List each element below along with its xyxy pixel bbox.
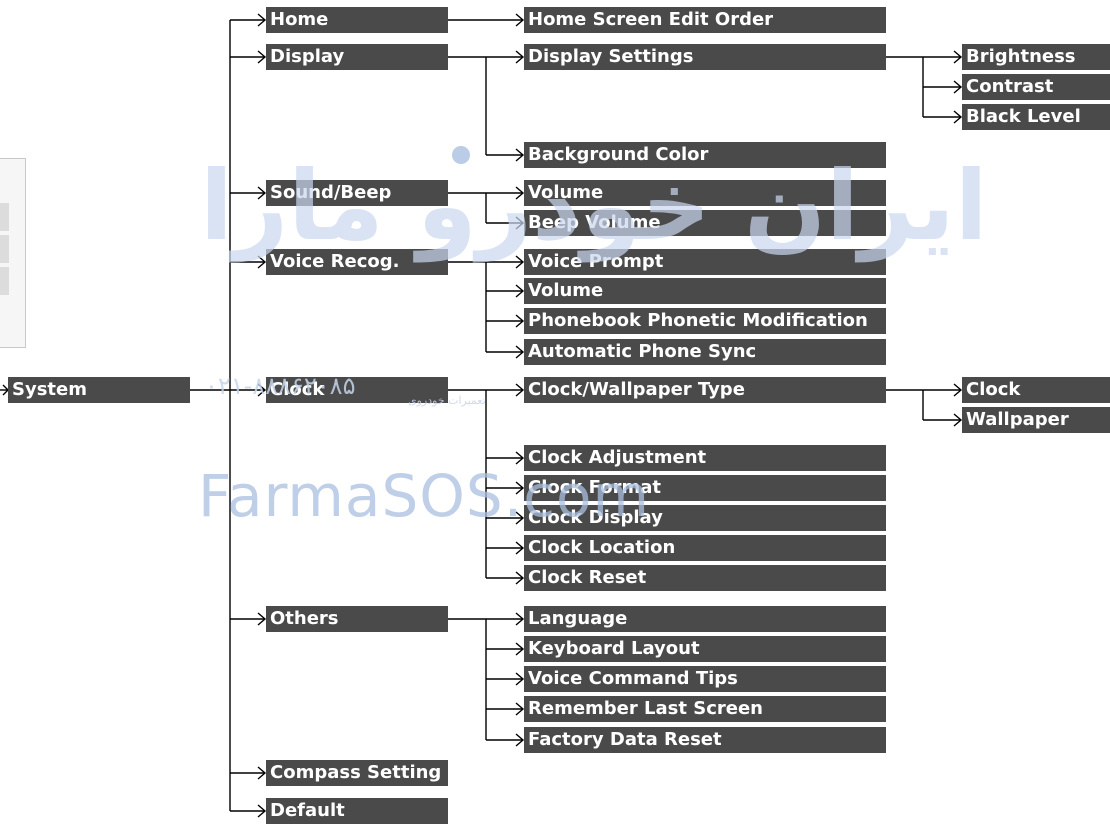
node-clock-adjustment: Clock Adjustment [524, 445, 886, 471]
node-home-screen-edit-order: Home Screen Edit Order [524, 7, 886, 33]
node-background-color: Background Color [524, 142, 886, 168]
node-volume: Volume [524, 180, 886, 206]
node-home: Home [266, 7, 448, 33]
node-clock-display: Clock Display [524, 505, 886, 531]
node-clock-reset: Clock Reset [524, 565, 886, 591]
node-beep-volume: Beep Volume [524, 210, 886, 236]
node-brightness: Brightness [962, 44, 1110, 70]
node-language: Language [524, 606, 886, 632]
node-voice-command-tips: Voice Command Tips [524, 666, 886, 692]
node-system: System [8, 377, 190, 403]
node-clock-format: Clock Format [524, 475, 886, 501]
node-clock-type: Clock [962, 377, 1110, 403]
node-others: Others [266, 606, 448, 632]
node-voice-volume: Volume [524, 278, 886, 304]
screen-row [0, 235, 9, 263]
node-phonebook-phonetic-modification: Phonebook Phonetic Modification [524, 308, 886, 334]
node-wallpaper: Wallpaper [962, 407, 1110, 433]
node-factory-data-reset: Factory Data Reset [524, 727, 886, 753]
node-clock-wallpaper-type: Clock/Wallpaper Type [524, 377, 886, 403]
node-black-level: Black Level [962, 104, 1110, 130]
node-contrast: Contrast [962, 74, 1110, 100]
node-automatic-phone-sync: Automatic Phone Sync [524, 339, 886, 365]
node-clock-location: Clock Location [524, 535, 886, 561]
node-remember-last-screen: Remember Last Screen [524, 696, 886, 722]
screen-row [0, 267, 9, 295]
node-voice-prompt: Voice Prompt [524, 249, 886, 275]
node-keyboard-layout: Keyboard Layout [524, 636, 886, 662]
node-sound-beep: Sound/Beep [266, 180, 448, 206]
l1-arrows [230, 13, 267, 818]
node-clock: Clock [266, 377, 448, 403]
node-compass-setting: Compass Setting [266, 760, 448, 786]
screen-row [0, 203, 9, 231]
node-default: Default [266, 798, 448, 824]
screen-fragment [0, 158, 26, 348]
node-display-settings: Display Settings [524, 44, 886, 70]
node-display: Display [266, 44, 448, 70]
node-voice-recog: Voice Recog. [266, 249, 448, 275]
